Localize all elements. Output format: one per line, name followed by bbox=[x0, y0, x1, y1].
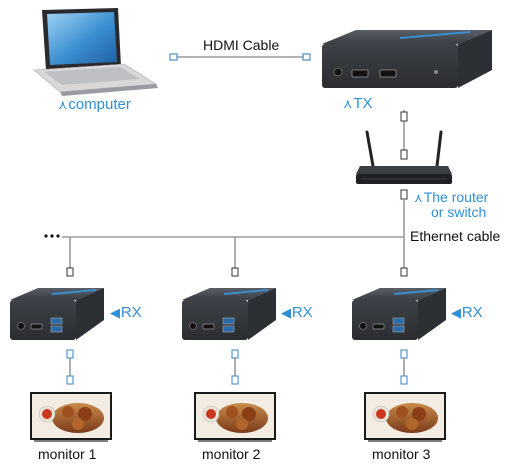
tx-side bbox=[458, 30, 492, 88]
router-top bbox=[356, 166, 452, 174]
continuation-dot bbox=[50, 234, 54, 238]
router-label-line2: or switch bbox=[431, 204, 487, 220]
tx-accent-stripe bbox=[399, 31, 471, 39]
monitor-label-2: monitor 2 bbox=[202, 446, 261, 462]
rx-label-1: ◀RX bbox=[110, 304, 142, 321]
tx-transmitter bbox=[322, 30, 492, 88]
rj45-plug bbox=[400, 111, 408, 122]
hdmi-plug-right bbox=[302, 53, 311, 61]
pointer-arrow-icon: ◀ bbox=[110, 305, 120, 320]
laptop-base-edge bbox=[60, 84, 158, 96]
router-label-line1: ⋏The router bbox=[414, 189, 489, 205]
tx-led bbox=[434, 70, 438, 74]
tx-label: ⋏TX bbox=[343, 95, 373, 112]
rj45-plug bbox=[66, 267, 74, 277]
continuation-dot bbox=[44, 234, 48, 238]
monitor-display-2 bbox=[194, 392, 276, 442]
rx-label-3: ◀RX bbox=[451, 304, 483, 321]
pointer-arrow-icon: ⋏ bbox=[343, 96, 353, 111]
rx-receiver-2 bbox=[182, 288, 276, 340]
rj45-plug bbox=[400, 267, 408, 277]
router-antenna bbox=[435, 130, 443, 168]
rx-label-2: ◀RX bbox=[281, 304, 313, 321]
rx-receiver-3 bbox=[352, 288, 446, 340]
rj45-plug bbox=[231, 267, 239, 277]
rj45-plug bbox=[400, 189, 408, 200]
monitor-display-3 bbox=[364, 392, 446, 442]
laptop-screen bbox=[47, 12, 117, 65]
tx-hdmi-out-port bbox=[379, 69, 397, 78]
tx-hdmi-in-port bbox=[351, 69, 369, 78]
tx-front bbox=[322, 44, 458, 88]
pointer-arrow-icon: ◀ bbox=[451, 305, 461, 320]
router-switch bbox=[356, 130, 452, 184]
rj45-plug bbox=[400, 149, 408, 160]
computer-label: ⋏computer bbox=[58, 96, 131, 113]
laptop-keys bbox=[44, 67, 140, 85]
rx-monitor-cables bbox=[66, 349, 408, 385]
router-antenna bbox=[365, 130, 375, 168]
continuation-dot bbox=[56, 234, 60, 238]
ethernet-bus bbox=[44, 234, 408, 277]
hdmi-cable-label: HDMI Cable bbox=[203, 37, 280, 53]
router-down-cable bbox=[400, 189, 408, 270]
tx-router-cable bbox=[400, 110, 408, 160]
tx-power-port bbox=[333, 67, 343, 77]
monitor-label-1: monitor 1 bbox=[38, 446, 97, 462]
hdmi-cable bbox=[169, 53, 311, 61]
pointer-arrow-icon: ⋏ bbox=[414, 191, 423, 205]
router-label: ⋏The router or switch bbox=[414, 190, 488, 219]
monitor-label-3: monitor 3 bbox=[372, 446, 431, 462]
pointer-arrow-icon: ⋏ bbox=[58, 97, 68, 112]
laptop-computer bbox=[33, 8, 158, 96]
hdmi-plug-left bbox=[169, 53, 178, 61]
monitor-display-1 bbox=[30, 392, 112, 442]
pointer-arrow-icon: ◀ bbox=[281, 305, 291, 320]
rx-receiver-1 bbox=[10, 288, 104, 340]
ethernet-cable-label: Ethernet cable bbox=[410, 228, 501, 244]
